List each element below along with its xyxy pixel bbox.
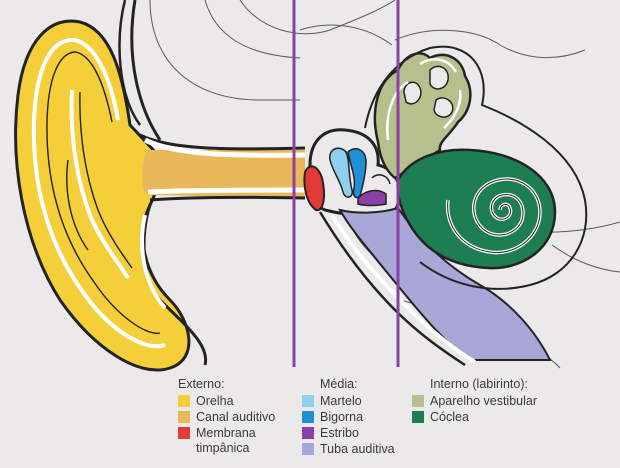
legend-swatch-aparelho-vestibular: [412, 395, 424, 407]
legend-inner: Interno (labirinto): Aparelho vestibular…: [412, 377, 537, 426]
legend-label-aparelho-vestibular: Aparelho vestibular: [430, 394, 538, 408]
auricle: [14, 19, 191, 372]
tympanic-membrane: [303, 165, 325, 212]
ear-canal: [142, 150, 305, 198]
legend-label-orelha: Orelha: [196, 394, 234, 408]
legend-swatch-tuba-auditiva: [302, 443, 314, 455]
ossicles: [329, 147, 391, 207]
legend-label-coclea: Cóclea: [430, 410, 469, 424]
legend-item-estribo: Estribo: [302, 426, 395, 441]
stapes: [357, 189, 387, 207]
legend-item-coclea: Cóclea: [412, 410, 537, 425]
legend-item-membrana-timpanica: Membrana timpânica: [178, 426, 275, 456]
malleus: [329, 147, 354, 198]
legend-label-canal-auditivo: Canal auditivo: [196, 410, 276, 424]
legend-item-martelo: Martelo: [302, 394, 395, 409]
legend-swatch-bigorna: [302, 411, 314, 423]
head-outline: [130, 0, 162, 141]
legend-swatch-orelha: [178, 395, 190, 407]
legend-title-middle: Média:: [320, 377, 358, 391]
legend-swatch-coclea: [412, 411, 424, 423]
legend-middle: Média: Martelo Bigorna Estribo Tuba audi…: [302, 377, 395, 458]
legend-label-tuba-auditiva: Tuba auditiva: [320, 442, 395, 456]
cochlea: [396, 148, 557, 270]
legend-label-martelo: Martelo: [320, 394, 362, 408]
legend-swatch-martelo: [302, 395, 314, 407]
legend-item-canal-auditivo: Canal auditivo: [178, 410, 275, 425]
legend-title-inner: Interno (labirinto):: [430, 377, 528, 391]
skin-outline: [118, 0, 142, 126]
legend-label-membrana-timpanica: Membrana timpânica: [196, 426, 256, 455]
legend-item-aparelho-vestibular: Aparelho vestibular: [412, 394, 537, 409]
legend-swatch-estribo: [302, 427, 314, 439]
legend-swatch-canal-auditivo: [178, 411, 190, 423]
legend-label-bigorna: Bigorna: [320, 410, 364, 424]
legend-swatch-membrana-timpanica: [178, 427, 190, 439]
legend-item-orelha: Orelha: [178, 394, 275, 409]
legend-item-bigorna: Bigorna: [302, 410, 395, 425]
legend-external: Externo: Orelha Canal auditivo Membrana …: [178, 377, 275, 457]
legend-title-external: Externo:: [178, 377, 225, 391]
labyrinth-outline: [364, 45, 588, 290]
legend-label-estribo: Estribo: [320, 426, 359, 440]
legend-item-tuba-auditiva: Tuba auditiva: [302, 442, 395, 457]
